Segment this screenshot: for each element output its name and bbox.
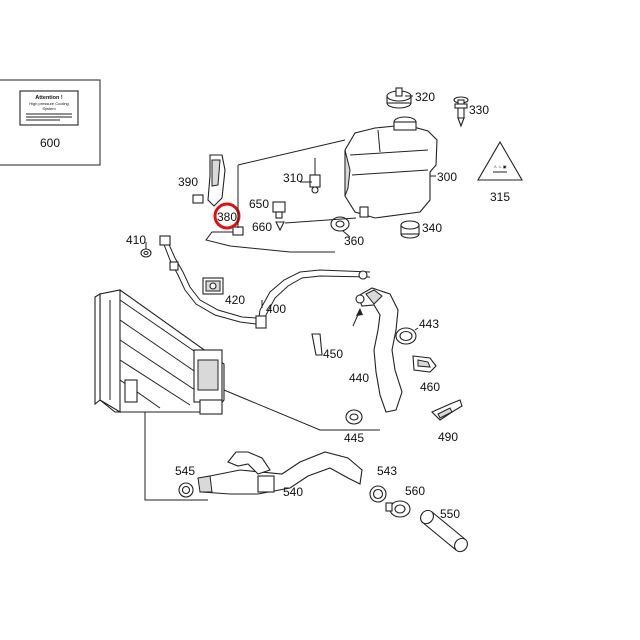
label-300: 300 <box>437 170 457 184</box>
label-315: 315 <box>490 190 510 204</box>
part-545-seal-ring <box>178 482 194 498</box>
label-540: 540 <box>283 485 303 499</box>
label-440: 440 <box>349 371 369 385</box>
label-310: 310 <box>283 171 303 185</box>
part-310-level-sensor <box>309 158 321 194</box>
part-543-seal-ring <box>369 485 387 503</box>
part-450-clip <box>311 333 323 356</box>
part-445-seal-ring <box>345 409 363 425</box>
part-440-upper-hose <box>355 287 403 413</box>
part-460-clamp <box>412 355 437 373</box>
label-445: 445 <box>344 431 364 445</box>
part-340-rubber-mount <box>400 220 420 239</box>
part-315-hot-coolant-warning-icon: ⚠ ♨ ▣ <box>477 140 523 181</box>
part-400-vent-line <box>255 269 371 329</box>
label-650: 650 <box>249 197 269 211</box>
part-410-bleed-hose <box>159 235 257 325</box>
label-660: 660 <box>252 220 272 234</box>
sticker-line1: High pressure Cooling <box>29 101 69 106</box>
part-660-seal <box>275 221 285 232</box>
radiator <box>94 289 225 415</box>
highlight-circle-380 <box>213 202 241 230</box>
part-600-warning-sticker: Attention ! High pressure Cooling System <box>0 79 101 166</box>
label-330: 330 <box>469 103 489 117</box>
label-410: 410 <box>126 233 146 247</box>
label-340: 340 <box>422 221 442 235</box>
part-560-clamp <box>385 500 411 518</box>
label-380: 380 <box>217 210 237 224</box>
label-443: 443 <box>419 317 439 331</box>
part-390-bracket <box>192 154 226 207</box>
label-320: 320 <box>415 90 435 104</box>
label-490: 490 <box>438 430 458 444</box>
label-400: 400 <box>266 302 286 316</box>
label-550: 550 <box>440 507 460 521</box>
part-330-clip <box>453 96 469 128</box>
label-543: 543 <box>377 464 397 478</box>
part-443-seal-ring <box>395 327 417 345</box>
label-420: 420 <box>225 293 245 307</box>
label-450: 450 <box>323 347 343 361</box>
part-490-clamp <box>431 399 463 421</box>
label-600: 600 <box>40 136 60 150</box>
label-390: 390 <box>178 175 198 189</box>
part-420-clamp <box>202 277 224 295</box>
sticker-line2: System <box>42 106 56 111</box>
label-560: 560 <box>405 484 425 498</box>
part-550-hose-sleeve <box>420 509 468 553</box>
sticker-title: Attention ! <box>35 95 63 101</box>
part-540-lower-hose <box>197 451 363 495</box>
label-460: 460 <box>420 380 440 394</box>
label-360: 360 <box>344 234 364 248</box>
part-650-fitting <box>272 201 286 219</box>
svg-text:⚠ ♨ ▣: ⚠ ♨ ▣ <box>493 164 506 169</box>
label-545: 545 <box>175 464 195 478</box>
part-300-expansion-tank <box>344 116 438 219</box>
part-360-seal <box>330 216 350 232</box>
part-320-reservoir-cap <box>386 87 412 109</box>
part-410-seal-ring <box>140 248 152 258</box>
